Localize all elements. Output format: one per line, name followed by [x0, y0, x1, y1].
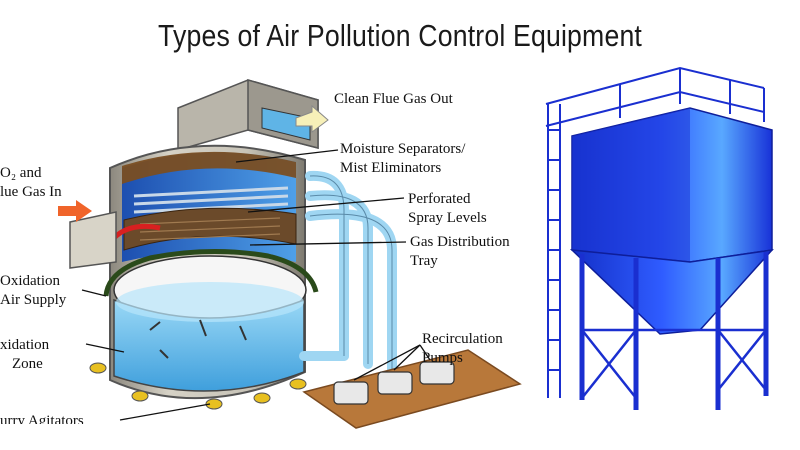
access-ladder [547, 104, 561, 398]
clean-gas-arrow [295, 104, 329, 133]
label-recirculation-pumps: Recirculation Pumps [422, 331, 503, 366]
page-title: Types of Air Pollution Control Equipment [157, 18, 643, 53]
label-oxidation-air-supply: Oxidation Air Supply [0, 273, 67, 308]
label-slurry-agitators: urry Agitators [0, 413, 84, 424]
roof-railing [545, 66, 765, 127]
inlet-deflector [112, 223, 161, 240]
flue-gas-in-arrow [58, 200, 92, 222]
hopper [569, 248, 774, 335]
label-flue-gas-in: O₂ and lue Gas In [0, 165, 62, 200]
leader-lines [81, 149, 431, 421]
gas-inlet-duct [69, 211, 117, 269]
label-perforated-spray-levels: Perforated Spray Levels [408, 191, 487, 226]
slurry-agitators [89, 362, 307, 410]
recirculation-pumps [333, 361, 455, 405]
support-structure [579, 252, 769, 410]
baghouse-illustration [545, 66, 774, 410]
oxidation-nozzles [149, 319, 247, 359]
label-gas-distribution-tray: Gas Distribution Tray [410, 234, 510, 269]
outlet-duct [177, 79, 319, 151]
label-moisture-separators: Moisture Separators/ Mist Eliminators [340, 141, 466, 176]
label-clean-flue-gas-out: Clean Flue Gas Out [334, 91, 453, 107]
oxidation-air-header [103, 248, 319, 297]
label-oxidation-zone: xidation Zone [0, 337, 50, 372]
